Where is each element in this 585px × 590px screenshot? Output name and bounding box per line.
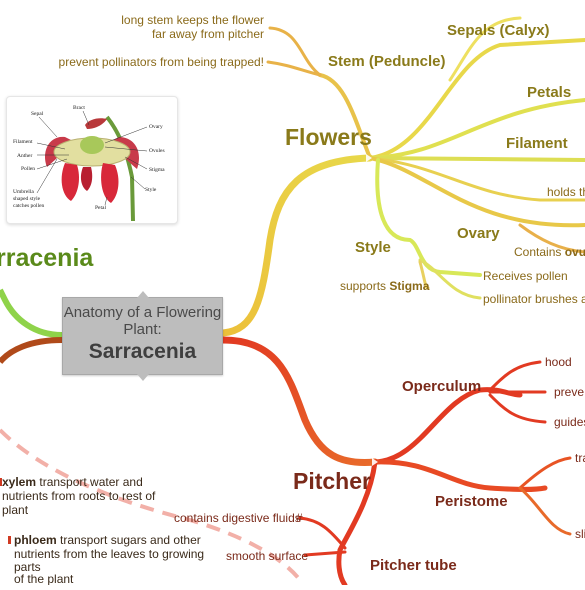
- branch-green: [0, 288, 63, 338]
- flower-petal-1: [61, 163, 79, 201]
- branch-tube-fluids: [298, 516, 347, 550]
- note-phloem-rest: transport sugars and other: [57, 533, 201, 547]
- branch-sepals: [368, 38, 585, 160]
- label-operculum: Operculum: [402, 378, 481, 395]
- branch-flowers: [219, 154, 374, 337]
- flower-diagram-image[interactable]: Bract Sepal Ovary Filament Ovules Anther…: [6, 96, 178, 224]
- img-label-umbrella-3: catches pollen: [13, 203, 45, 209]
- note-ovary: Contains ovul: [514, 245, 585, 259]
- branch-filament-note: [368, 156, 585, 202]
- note-style-brushes: pollinator brushes ag: [483, 292, 585, 306]
- note-tra: tra: [575, 451, 585, 465]
- central-title: Sarracenia: [88, 340, 197, 363]
- branch-peristome: [372, 459, 548, 492]
- branch-brown: [0, 337, 63, 365]
- hash-icon: #: [296, 511, 303, 525]
- branch-pitcher-tube: [336, 459, 378, 588]
- label-peristome: Peristome: [435, 493, 508, 510]
- note-hood: hood: [545, 355, 572, 369]
- label-flowers: Flowers: [285, 124, 372, 150]
- label-pitcher: Pitcher: [293, 468, 371, 494]
- note-smooth: smooth surface: [226, 549, 308, 563]
- label-sepals: Sepals (Calyx): [447, 22, 550, 39]
- branch-operculum-hood: [488, 360, 542, 392]
- label-stem: Stem (Peduncle): [328, 53, 446, 70]
- branch-sepals-upper: [448, 16, 522, 82]
- central-subtitle: Anatomy of a Flowering Plant:: [63, 304, 222, 338]
- note-stem-2: prevent pollinators from being trapped!: [59, 55, 264, 69]
- note-xylem-3: plant: [2, 503, 29, 517]
- note-phloem-2: nutrients from the leaves to growing: [14, 547, 204, 561]
- note-style-supports: supports Stigma: [340, 279, 430, 293]
- branch-style-brushes: [418, 258, 482, 300]
- note-phloem-3: parts: [14, 560, 41, 574]
- note-phloem-1: phloem transport sugars and other: [14, 533, 201, 547]
- branch-operculum-guides: [488, 393, 547, 424]
- note-sl: sli: [575, 527, 585, 541]
- img-label-pollen: Pollen: [21, 166, 35, 172]
- central-topic[interactable]: Anatomy of a Flowering Plant: Sarracenia: [62, 291, 223, 381]
- branch-pitcher: [219, 336, 379, 466]
- flower-illustration: Bract Sepal Ovary Filament Ovules Anther…: [13, 105, 165, 222]
- note-guides: guides: [554, 415, 585, 429]
- branch-peristome-tra: [518, 456, 572, 490]
- branch-filament: [368, 156, 585, 162]
- branch-peristome-sl: [518, 486, 572, 536]
- note-ovary-bold: ovul: [565, 245, 585, 259]
- note-style-bold: Stigma: [389, 279, 429, 293]
- branch-petals: [368, 98, 585, 160]
- note-stem-1b: far away from pitcher: [152, 27, 264, 41]
- note-xylem-rest: transport water and: [36, 475, 143, 489]
- xylem-bullet: [0, 478, 2, 486]
- phloem-bullet: [8, 536, 11, 544]
- branch-operculum: [372, 387, 523, 465]
- img-label-anther: Anther: [17, 153, 32, 159]
- flowers-chevron: [366, 154, 372, 162]
- note-style-pre: supports: [340, 279, 389, 293]
- note-phloem-bold: phloem: [14, 533, 57, 547]
- label-ovary: Ovary: [457, 225, 500, 242]
- branch-ovary-note: [518, 223, 585, 254]
- partial-root-title: rracenia: [0, 244, 94, 272]
- branch-stem-note1: [268, 26, 322, 77]
- img-label-ovules: Ovules: [149, 148, 165, 154]
- flower-petal-3: [80, 167, 93, 191]
- note-prevent: preve: [554, 385, 584, 399]
- branch-style-supports: [418, 260, 430, 290]
- img-label-ovary: Ovary: [149, 124, 163, 130]
- label-petals: Petals: [527, 84, 571, 101]
- label-pitcher-tube: Pitcher tube: [370, 557, 457, 574]
- note-ovary-pre: Contains: [514, 245, 565, 259]
- img-label-umbrella-2: shaped style: [13, 196, 41, 202]
- note-xylem-bold: xylem: [2, 475, 36, 489]
- img-label-bract: Bract: [73, 105, 85, 111]
- flower-bract: [85, 118, 107, 129]
- note-phloem-4: of the plant: [14, 572, 74, 585]
- img-label-filament: Filament: [13, 139, 33, 145]
- pitcher-chevron: [372, 458, 378, 466]
- branch-tube-smooth: [303, 550, 347, 557]
- branch-stem-note2: [266, 60, 322, 77]
- img-label-umbrella-1: Umbrella: [13, 189, 34, 195]
- note-fluids: contains digestive fluids: [174, 511, 301, 525]
- flower-petal-2: [101, 163, 119, 203]
- note-stem-1a: long stem keeps the flower: [121, 13, 264, 27]
- img-label-petal: Petal: [95, 205, 106, 211]
- branch-style: [375, 158, 482, 277]
- branch-ovary: [368, 156, 585, 228]
- note-xylem-2: nutrients from roots to rest of: [2, 489, 156, 503]
- label-filament: Filament: [506, 135, 568, 152]
- branch-stem: [318, 73, 372, 160]
- img-label-sepal: Sepal: [31, 111, 44, 117]
- img-label-style: Style: [145, 187, 157, 193]
- note-style-receives: Receives pollen: [483, 269, 568, 283]
- note-xylem-1: xylem transport water and: [2, 475, 143, 489]
- img-label-stigma: Stigma: [149, 167, 165, 173]
- dashed-link: [0, 428, 302, 582]
- note-filament: holds th: [547, 185, 585, 199]
- label-style: Style: [355, 239, 391, 256]
- flower-ovary: [80, 136, 104, 154]
